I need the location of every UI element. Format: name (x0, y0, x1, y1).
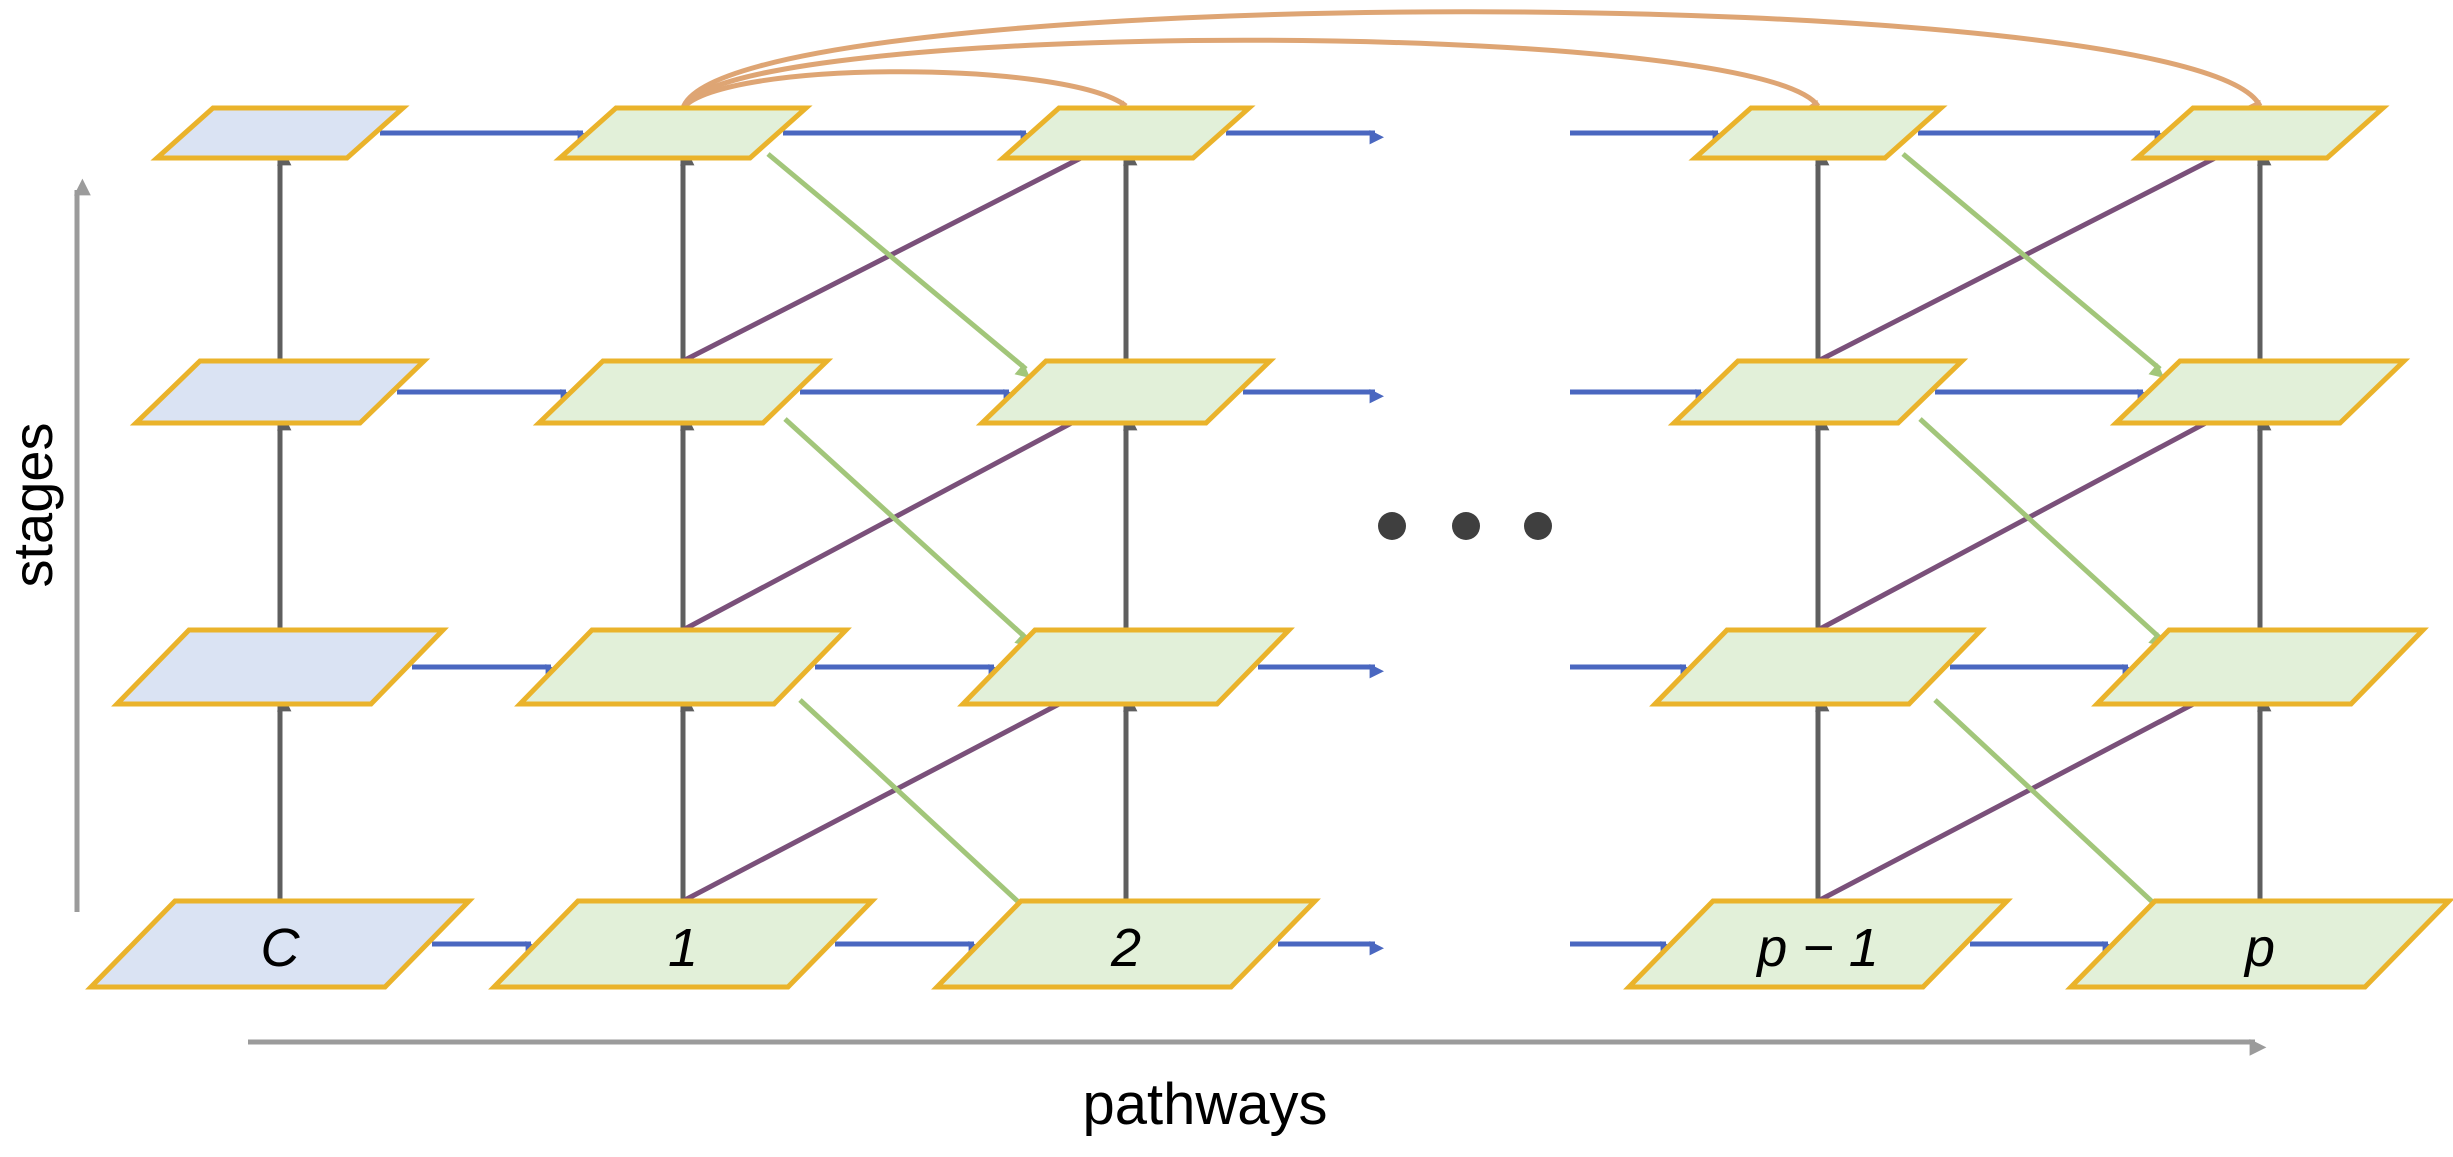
cross-stage-down-arrow (1933, 698, 2164, 919)
feature-node (931, 898, 1321, 990)
skip-arrow (680, 9, 2263, 116)
node-label-compact: C (261, 918, 301, 978)
node-label-pathway-2: 2 (1110, 918, 1141, 978)
feature-node (1667, 358, 1969, 426)
ellipsis-dot (1452, 512, 1480, 540)
cross-stage-up-arrow (1816, 132, 2270, 364)
skip-arrow (681, 69, 1131, 115)
feature-node (2065, 898, 2453, 990)
cross-stage-up-arrow (1816, 666, 2270, 904)
feature-node (1623, 898, 2013, 990)
feature-node (129, 358, 431, 426)
cross-stage-down-arrow (798, 698, 1030, 919)
cross-stage-down-arrow (1918, 417, 2164, 648)
feature-node (532, 358, 834, 426)
node-label-pathway-1: 1 (668, 918, 698, 978)
node-label-pathway-p: p (2243, 918, 2275, 978)
cross-stage-down-arrow (766, 152, 1031, 378)
y-axis-label: stages (1, 423, 64, 588)
node-labels: C 1 2 p − 1 p (261, 918, 2276, 978)
cross-stage-down-arrow (1901, 152, 2165, 378)
x-axis-label: pathways (1082, 1072, 1327, 1137)
ellipsis (1378, 512, 1552, 540)
feature-node (1688, 105, 1948, 161)
axes: stages pathways (1, 178, 2267, 1137)
cross-stage-up-arrow (681, 132, 1136, 364)
feature-node (488, 898, 878, 990)
cross-stage-up-arrow (1816, 391, 2270, 633)
feature-node (553, 105, 813, 161)
feature-node (2109, 358, 2411, 426)
feature-node (1649, 627, 1987, 707)
cross-stage-down-arrow (783, 417, 1030, 648)
feature-node (975, 358, 1277, 426)
ellipsis-dot (1524, 512, 1552, 540)
connections (277, 9, 2272, 956)
feature-node (2130, 105, 2390, 161)
feature-node (514, 627, 852, 707)
feature-node (996, 105, 1256, 161)
feature-node (85, 898, 475, 990)
cross-stage-up-arrow (681, 666, 1136, 904)
skip-arrow (680, 37, 1821, 116)
nodes (85, 105, 2453, 990)
node-label-pathway-p-minus-1: p − 1 (1755, 918, 1879, 978)
feature-node (957, 627, 1295, 707)
feature-node (150, 105, 410, 161)
feature-node (2091, 627, 2429, 707)
cross-stage-up-arrow (681, 391, 1136, 633)
ellipsis-dot (1378, 512, 1406, 540)
feature-node (111, 627, 449, 707)
